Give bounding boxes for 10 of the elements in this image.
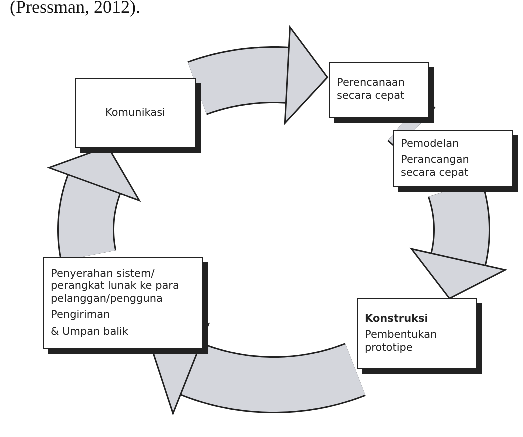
box-text: Komunikasi [104,106,166,120]
box-text: Penyerahan sistem/ perangkat lunak ke para pelanggan/pengguna [51,268,180,306]
box-text: Perencanaan secara cepat [337,77,406,103]
box-text: Pemodelan [401,138,460,150]
box-text: Perancangan secara cepat [401,154,470,180]
box-heading: Konstruksi [365,312,430,326]
citation-text: (Pressman, 2012). [10,0,140,18]
box-text: & Umpan balik [51,326,130,338]
box-text: Pembentukan prototipe [365,329,438,354]
box-text: Pengiriman [51,309,112,322]
